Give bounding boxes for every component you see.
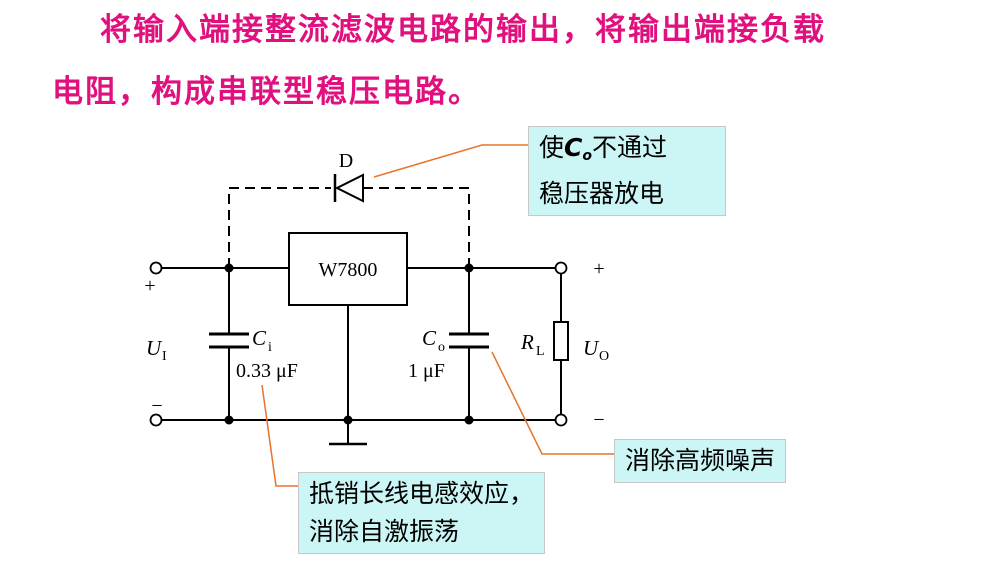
ci-sub: i	[268, 340, 272, 355]
diode-note-callout: 使Co不通过 稳压器放电	[528, 126, 726, 216]
output-minus-label: −	[593, 409, 604, 431]
co-sub: o	[438, 340, 445, 355]
diode-note-leader	[373, 144, 528, 178]
output-terminal-minus	[554, 413, 568, 427]
co-note-leader	[491, 351, 614, 455]
output-plus-label: +	[593, 258, 604, 280]
input-voltage-sub: I	[162, 349, 167, 364]
junction-dot	[464, 415, 474, 425]
heading-line-2: 电阻，构成串联型稳压电路。	[52, 74, 481, 110]
ci-note-line-1: 抵销长线电感效应，	[309, 479, 535, 508]
regulator-box	[288, 232, 408, 306]
output-terminal-plus	[554, 261, 568, 275]
input-voltage-symbol: U	[146, 336, 163, 360]
diode-path-left	[228, 187, 331, 268]
input-plus-label: +	[144, 275, 155, 297]
diode-note-line-1: 使Co不通过	[539, 129, 715, 175]
rl-symbol: R	[520, 330, 534, 354]
ci-symbol: C	[252, 326, 267, 350]
output-voltage-sub: O	[599, 349, 609, 364]
co-value: 1 μF	[408, 360, 445, 382]
diode-note-prefix: 使	[539, 133, 565, 162]
diode-note-line-2: 稳压器放电	[539, 179, 665, 208]
diode-path-right	[363, 187, 470, 268]
rl-sub: L	[536, 344, 545, 359]
ci-note-leader	[261, 384, 298, 487]
junction-dot	[343, 415, 353, 425]
diode-note-sub: o	[582, 148, 592, 164]
input-terminal-minus	[149, 413, 163, 427]
diode-note-suffix: 不通过	[592, 133, 668, 162]
junction-dot	[224, 415, 234, 425]
co-symbol: C	[422, 326, 437, 350]
input-terminal-plus	[149, 261, 163, 275]
ci-note-line-2: 消除自激振荡	[309, 517, 460, 546]
co-note-callout: 消除高频噪声	[614, 439, 787, 483]
ci-note-callout: 抵销长线电感效应， 消除自激振荡	[298, 472, 546, 554]
heading-line-1: 将输入端接整流滤波电路的输出，将输出端接负载	[100, 12, 826, 48]
diode-label: D	[339, 150, 353, 172]
diode-symbol	[334, 173, 364, 203]
diode-note-symbol: C	[564, 133, 583, 162]
load-resistor	[553, 321, 569, 361]
output-voltage-symbol: U	[583, 336, 600, 360]
regulator-label: W7800	[319, 259, 378, 281]
input-minus-label: −	[151, 395, 162, 417]
ci-value: 0.33 μF	[236, 360, 298, 382]
co-note-text: 消除高频噪声	[625, 446, 776, 475]
